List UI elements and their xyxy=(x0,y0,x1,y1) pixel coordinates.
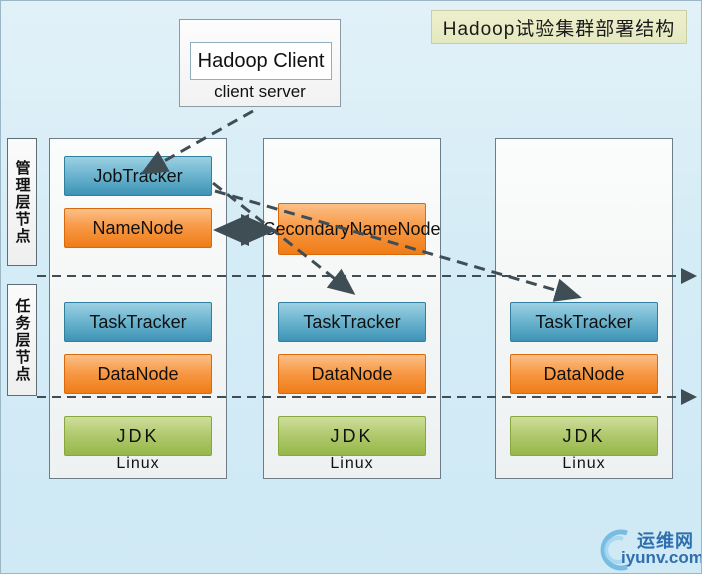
hadoop-client-box: Hadoop Client xyxy=(190,42,332,80)
service-jdk-node2[interactable]: JDK xyxy=(510,416,658,456)
os-label-node2: Linux xyxy=(562,455,606,472)
node-column-node2: TaskTracker DataNode JDK Linux node2 xyxy=(495,138,673,479)
service-namenode[interactable]: NameNode xyxy=(64,208,212,248)
service-datanode-node1[interactable]: DataNode xyxy=(278,354,426,394)
layer-tag-task: 任务层节点 xyxy=(7,284,37,396)
client-server-box: Hadoop Client client server xyxy=(179,19,341,107)
node-body-node2: TaskTracker DataNode JDK Linux xyxy=(495,138,673,479)
node-column-master: JobTracker NameNode TaskTracker DataNode… xyxy=(49,138,227,479)
watermark-en-text: iyunv.com xyxy=(621,548,702,567)
service-jdk-node1[interactable]: JDK xyxy=(278,416,426,456)
watermark-logo: 运维网 iyunv.com xyxy=(593,527,702,571)
os-label-master: Linux xyxy=(116,455,160,472)
service-secondarynamenode-line1: SecondaryNa xyxy=(263,218,373,239)
layer-tag-admin: 管理层节点 xyxy=(7,138,37,266)
node-body-master: JobTracker NameNode TaskTracker DataNode… xyxy=(49,138,227,479)
service-secondarynamenode-line2: meNode xyxy=(372,218,441,239)
client-server-label: client server xyxy=(214,82,306,101)
node-body-node1: SecondaryNa meNode TaskTracker DataNode … xyxy=(263,138,441,479)
diagram-title: Hadoop试验集群部署结构 xyxy=(431,10,687,44)
service-datanode-master[interactable]: DataNode xyxy=(64,354,212,394)
service-jdk-master[interactable]: JDK xyxy=(64,416,212,456)
service-secondarynamenode[interactable]: SecondaryNa meNode xyxy=(263,203,441,255)
service-tasktracker-master[interactable]: TaskTracker xyxy=(64,302,212,342)
service-tasktracker-node1[interactable]: TaskTracker xyxy=(278,302,426,342)
os-label-node1: Linux xyxy=(330,455,374,472)
watermark-cn-text: 运维网 xyxy=(637,531,694,551)
node-column-node1: SecondaryNa meNode TaskTracker DataNode … xyxy=(263,138,441,479)
service-tasktracker-node2[interactable]: TaskTracker xyxy=(510,302,658,342)
service-jobtracker[interactable]: JobTracker xyxy=(64,156,212,196)
watermark-circle-icon xyxy=(600,529,628,571)
service-datanode-node2[interactable]: DataNode xyxy=(510,354,658,394)
